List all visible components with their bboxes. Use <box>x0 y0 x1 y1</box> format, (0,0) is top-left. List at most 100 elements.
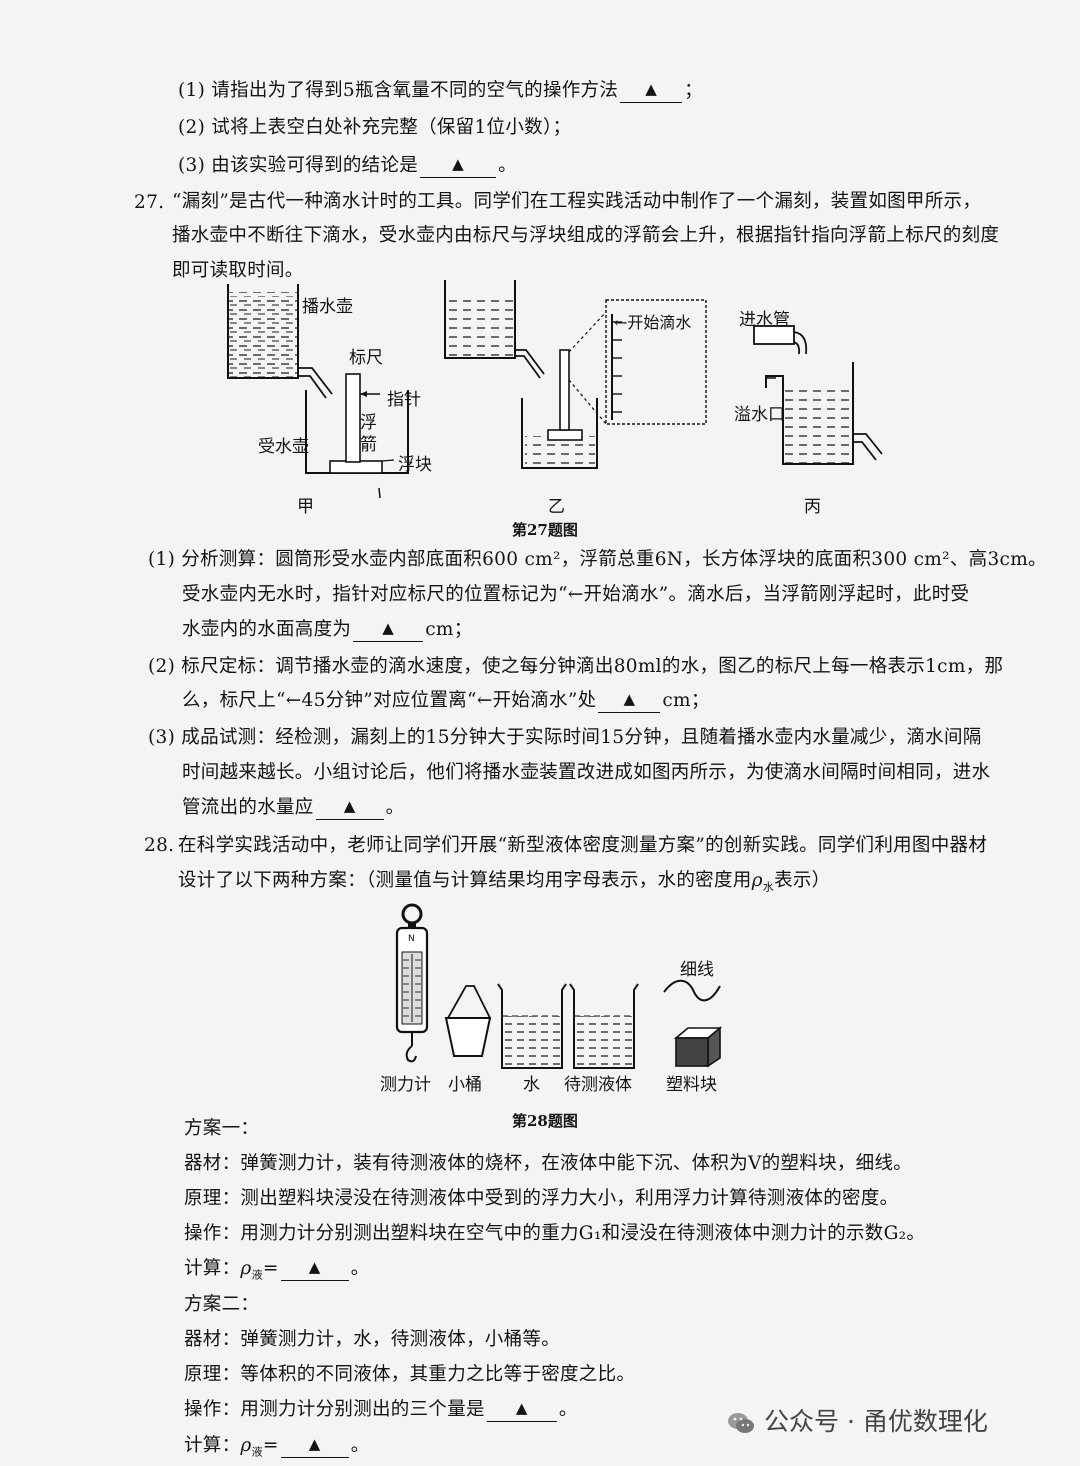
scale-zoom-box <box>605 299 707 425</box>
calc-label: 计算： <box>184 1258 241 1279</box>
label-thread: 细线 <box>680 960 714 980</box>
label-receiving-pot: 受水壶 <box>258 437 309 457</box>
q27-part3-line2: 时间越来越长。小组讨论后，他们将播水壶装置改进成如图丙所示，为使滴水间隔时间相同… <box>182 762 991 783</box>
q27-part3-line3: 管流出的水量应 ▲ 。 <box>182 797 405 821</box>
rho-subscript: 水 <box>762 880 775 894</box>
figure-27 <box>227 280 883 499</box>
q27-part3-end: 。 <box>385 797 405 818</box>
label-spring-scale: 测力计 <box>380 1075 431 1095</box>
q27-part3-text: 管流出的水量应 <box>182 797 314 818</box>
label-scale: 标尺 <box>349 348 383 368</box>
answer-blank: ▲ <box>420 155 497 179</box>
label-water: 水 <box>523 1075 540 1095</box>
plan2-materials: 器材：弹簧测力计，水，待测液体，小桶等。 <box>184 1329 561 1350</box>
answer-blank: ▲ <box>353 619 424 643</box>
inlet-pipe <box>753 325 795 345</box>
q28-stem-text: 设计了以下两种方案：（测量值与计算结果均用字母表示，水的密度用 <box>178 870 752 891</box>
plan1-principle: 原理：测出塑料块浸没在待测液体中受到的浮力大小，利用浮力计算待测液体的密度。 <box>184 1188 899 1209</box>
q28-stem-line1: 在科学实践活动中，老师让同学们开展“新型液体密度测量方案”的创新实践。同学们利用… <box>178 835 988 856</box>
watermark-text: 公众号 · 甬优数理化 <box>764 1407 988 1436</box>
q27-part1-line3: 水壶内的水面高度为 ▲ cm； <box>182 619 473 643</box>
plan2-operation-end: 。 <box>558 1399 578 1420</box>
answer-blank: ▲ <box>486 1399 557 1423</box>
q27-part1-text: 水壶内的水面高度为 <box>182 619 352 640</box>
q26-sub3-end: 。 <box>498 155 517 176</box>
q26-sub1-end: ； <box>684 80 703 101</box>
plan1-materials: 器材：弹簧测力计，装有待测液体的烧杯，在液体中能下沉、体积为V的塑料块，细线。 <box>184 1153 913 1174</box>
q28-stem-line2: 设计了以下两种方案：（测量值与计算结果均用字母表示，水的密度用ρ水表示） <box>178 870 830 894</box>
apparatus-bing <box>753 325 883 465</box>
answer-blank: ▲ <box>280 1435 349 1459</box>
blank-mark: ▲ <box>452 155 465 173</box>
drip-pot-jia <box>227 284 333 399</box>
plan2-operation-text: 操作：用测力计分别测出的三个量是 <box>184 1399 485 1420</box>
label-fig-jia: 甲 <box>297 497 314 517</box>
answer-blank: ▲ <box>620 80 683 104</box>
q27-part1-line2: 受水壶内无水时，指针对应标尺的位置标记为“←开始滴水”。滴水后，当浮箭刚浮起时，… <box>182 584 970 605</box>
apparatus-yi <box>444 280 707 469</box>
label-test-liquid: 待测液体 <box>564 1075 632 1095</box>
label-fig-yi: 乙 <box>548 497 565 517</box>
q27-number: 27. <box>134 192 165 213</box>
apparatus-jia <box>227 284 409 499</box>
blank-mark: ▲ <box>645 80 658 98</box>
water-beaker <box>497 983 567 1069</box>
q27-part2-line1: (2) 标尺定标：调节播水壶的滴水速度，使之每分钟滴出80ml的水，图乙的标尺上… <box>148 656 1004 677</box>
rho-symbol: ρ <box>751 870 763 891</box>
answer-blank: ▲ <box>280 1258 349 1282</box>
calc-end: 。 <box>350 1258 370 1279</box>
figure-27-caption: 第27题图 <box>512 521 578 539</box>
float-rod <box>345 373 361 463</box>
q26-sub1-text: (1) 请指出为了得到5瓶含氧量不同的空气的操作方法 <box>178 80 619 101</box>
calc-end: 。 <box>350 1435 370 1456</box>
plan2-operation: 操作：用测力计分别测出的三个量是▲。 <box>184 1399 578 1423</box>
label-float-block: 浮块 <box>398 455 432 475</box>
blank-mark: ▲ <box>343 797 356 815</box>
q27-part2-line2: 么，标尺上“←45分钟”对应位置离“←开始滴水”处 ▲ cm； <box>182 690 710 714</box>
figure-28 <box>395 903 723 1069</box>
rho-subscript: 液 <box>251 1445 263 1459</box>
wechat-icon <box>728 1413 754 1433</box>
receiving-pot-jia <box>305 373 409 499</box>
label-drip-pot: 播水壶 <box>302 297 353 317</box>
label-pointer: 指针 <box>387 390 421 410</box>
spring-scale <box>395 903 429 1063</box>
q27-part3-line1: (3) 成品试测：经检测，漏刻上的15分钟大于实际时间15分钟，且随着播水壶内水… <box>148 727 982 748</box>
thread <box>663 979 721 1002</box>
equals-sign: = <box>262 1258 279 1279</box>
rho-symbol: ρ <box>240 1258 252 1279</box>
test-liquid-beaker <box>569 983 639 1069</box>
label-overflow: 溢水口 <box>734 405 785 425</box>
answer-blank: ▲ <box>315 797 384 821</box>
q28-stem-end: 表示） <box>774 870 831 891</box>
blank-mark: ▲ <box>382 619 395 637</box>
q27-part1-unit: cm； <box>425 619 473 640</box>
label-plastic-block: 塑料块 <box>666 1075 717 1095</box>
q27-stem-line3: 即可读取时间。 <box>172 260 304 281</box>
blank-mark: ▲ <box>308 1435 321 1453</box>
label-float-1: 浮 <box>360 413 377 433</box>
watermark: 公众号 · 甬优数理化 <box>726 1402 988 1438</box>
plan2-calc: 计算：ρ液= ▲ 。 <box>184 1435 370 1459</box>
label-fig-bing: 丙 <box>804 497 821 517</box>
q27-part2-text: 么，标尺上“←45分钟”对应位置离“←开始滴水”处 <box>182 690 597 711</box>
equals-sign: = <box>262 1435 279 1456</box>
label-float-2: 箭 <box>360 435 377 455</box>
rho-subscript: 液 <box>251 1268 263 1282</box>
q27-stem-line2: 播水壶中不断往下滴水，受水壶内由标尺与浮块组成的浮箭会上升，根据指针指向浮箭上标… <box>172 225 1000 246</box>
q26-sub1: (1) 请指出为了得到5瓶含氧量不同的空气的操作方法 ▲ ； <box>178 80 703 104</box>
blank-mark: ▲ <box>623 690 636 708</box>
blank-mark: ▲ <box>308 1258 321 1276</box>
q27-part2-unit: cm； <box>662 690 710 711</box>
rho-symbol: ρ <box>240 1435 252 1456</box>
plan1-calc: 计算：ρ液= ▲ 。 <box>184 1258 370 1282</box>
q27-stem-line1: “漏刻”是古代一种滴水计时的工具。同学们在工程实践活动中制作了一个漏刻，装置如图… <box>172 191 982 212</box>
plan1-title: 方案一： <box>184 1118 260 1139</box>
scale-unit-label: N <box>408 934 415 944</box>
q26-sub3-text: (3) 由该实验可得到的结论是 <box>178 155 419 176</box>
calc-label: 计算： <box>184 1435 241 1456</box>
label-bucket: 小桶 <box>448 1075 482 1095</box>
figure-28-caption: 第28题图 <box>512 1112 578 1130</box>
q28-number: 28. <box>144 835 175 856</box>
